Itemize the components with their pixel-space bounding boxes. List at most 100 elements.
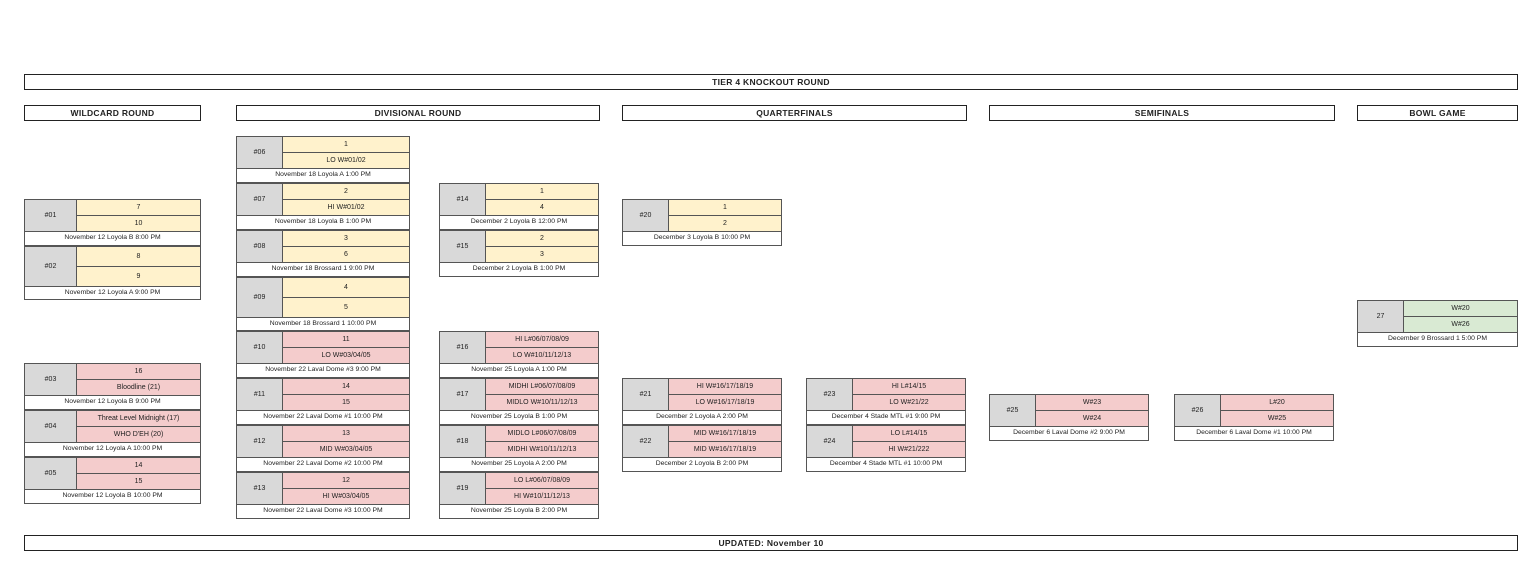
- team-slot: HI W#01/02: [283, 200, 409, 216]
- team-slot: MIDLO W#10/11/12/13: [486, 395, 598, 411]
- round-header-bowl-game: BOWL GAME: [1357, 105, 1518, 121]
- team-slot: 13: [283, 426, 409, 442]
- team-slot: MIDHI L#06/07/08/09: [486, 379, 598, 395]
- match-schedule: December 3 Loyola B 10:00 PM: [653, 234, 751, 241]
- match-number: #22: [623, 426, 669, 458]
- team-slot: LO W#10/11/12/13: [486, 348, 598, 364]
- match-number: #12: [237, 426, 283, 458]
- match-number: #16: [440, 332, 486, 364]
- team-slot: 1: [486, 184, 598, 200]
- team-slot: 2: [283, 184, 409, 200]
- match-number: #02: [25, 247, 77, 287]
- team-slot: Threat Level Midnight (17): [77, 411, 200, 427]
- match-schedule: November 25 Loyola A 1:00 PM: [471, 366, 567, 373]
- match-number: #17: [440, 379, 486, 411]
- team-slot: 9: [77, 267, 200, 287]
- match-number: #06: [237, 137, 283, 169]
- team-slot: WHO D'EH (20): [77, 427, 200, 443]
- team-slot: Bloodline (21): [77, 380, 200, 396]
- team-slot: 15: [283, 395, 409, 411]
- team-slot: LO W#03/04/05: [283, 348, 409, 364]
- match-number: #21: [623, 379, 669, 411]
- match-number: #25: [990, 395, 1036, 427]
- match-schedule: December 2 Loyola B 1:00 PM: [472, 265, 566, 272]
- match-schedule: November 22 Laval Dome #3 10:00 PM: [263, 507, 383, 514]
- team-slot: 11: [283, 332, 409, 348]
- team-slot: W#25: [1221, 411, 1333, 427]
- tournament-title: TIER 4 KNOCKOUT ROUND: [24, 74, 1518, 90]
- round-header-quarterfinals: QUARTERFINALS: [622, 105, 967, 121]
- match-schedule: November 18 Loyola B 1:00 PM: [274, 218, 372, 225]
- team-slot: HI L#14/15: [853, 379, 965, 395]
- match-schedule: December 6 Laval Dome #2 9:00 PM: [1013, 429, 1125, 436]
- match-schedule: November 22 Laval Dome #2 10:00 PM: [263, 460, 383, 467]
- team-slot: 16: [77, 364, 200, 380]
- team-slot: 2: [486, 231, 598, 247]
- team-slot: W#26: [1404, 317, 1517, 333]
- match-number: #13: [237, 473, 283, 505]
- team-slot: LO L#06/07/08/09: [486, 473, 598, 489]
- team-slot: HI W#10/11/12/13: [486, 489, 598, 505]
- team-slot: W#24: [1036, 411, 1148, 427]
- match-number: #10: [237, 332, 283, 364]
- team-slot: MID W#16/17/18/19: [669, 442, 781, 458]
- match-schedule: November 12 Loyola B 9:00 PM: [64, 398, 161, 405]
- team-slot: LO L#14/15: [853, 426, 965, 442]
- team-slot: 4: [283, 278, 409, 298]
- match-schedule: November 22 Laval Dome #1 10:00 PM: [263, 413, 383, 420]
- match-schedule: November 12 Loyola B 8:00 PM: [64, 234, 161, 241]
- match-schedule: November 12 Loyola B 10:00 PM: [62, 492, 163, 499]
- match-schedule: December 4 Stade MTL #1 10:00 PM: [829, 460, 943, 467]
- match-schedule: December 6 Laval Dome #1 10:00 PM: [1196, 429, 1312, 436]
- team-slot: MID W#03/04/05: [283, 442, 409, 458]
- team-slot: 4: [486, 200, 598, 216]
- team-slot: LO W#01/02: [283, 153, 409, 169]
- match-number: #09: [237, 278, 283, 318]
- match-number: #26: [1175, 395, 1221, 427]
- team-slot: HI W#21/222: [853, 442, 965, 458]
- match-number: #19: [440, 473, 486, 505]
- team-slot: HI L#06/07/08/09: [486, 332, 598, 348]
- match-schedule: December 2 Loyola B 12:00 PM: [470, 218, 568, 225]
- team-slot: 8: [77, 247, 200, 267]
- match-schedule: December 9 Brossard 1 5:00 PM: [1388, 335, 1487, 342]
- match-number: #11: [237, 379, 283, 411]
- team-slot: 1: [669, 200, 781, 216]
- match-schedule: December 2 Loyola A 2:00 PM: [656, 413, 748, 420]
- team-slot: 5: [283, 298, 409, 318]
- match-number: #01: [25, 200, 77, 232]
- match-schedule: November 18 Brossard 1 10:00 PM: [269, 320, 377, 327]
- match-number: #15: [440, 231, 486, 263]
- team-slot: L#20: [1221, 395, 1333, 411]
- match-schedule: November 25 Loyola B 1:00 PM: [470, 413, 568, 420]
- team-slot: 6: [283, 247, 409, 263]
- match-schedule: November 25 Loyola B 2:00 PM: [470, 507, 568, 514]
- match-schedule: November 18 Loyola A 1:00 PM: [275, 171, 371, 178]
- match-schedule: November 18 Brossard 1 9:00 PM: [271, 265, 375, 272]
- round-header-wildcard: WILDCARD ROUND: [24, 105, 201, 121]
- match-number: #03: [25, 364, 77, 396]
- match-number: #20: [623, 200, 669, 232]
- match-schedule: November 22 Laval Dome #3 9:00 PM: [265, 366, 381, 373]
- match-number: #23: [807, 379, 853, 411]
- team-slot: 12: [283, 473, 409, 489]
- match-schedule: November 12 Loyola A 10:00 PM: [62, 445, 163, 452]
- team-slot: HI W#03/04/05: [283, 489, 409, 505]
